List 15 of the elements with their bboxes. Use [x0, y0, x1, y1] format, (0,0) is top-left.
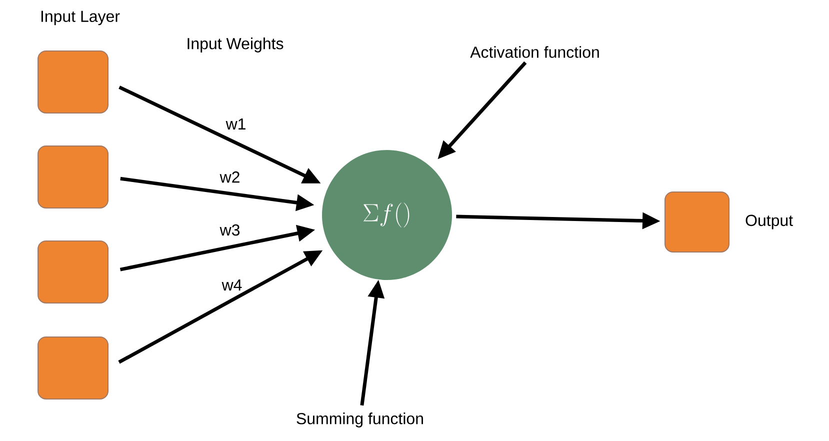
summing-node: $\Sigma f()$: [322, 150, 452, 280]
neuron-box: [664, 192, 730, 252]
edge-label: w2: [218, 170, 242, 184]
column-heading: Input Layer: [41, 10, 120, 26]
neuron-box: [38, 336, 108, 400]
edge-label: w1: [224, 117, 248, 130]
neuron-box: [38, 240, 108, 304]
column-heading: Input Weights: [188, 38, 284, 52]
neuron-box: [38, 50, 108, 114]
edge-label: w3: [218, 223, 242, 237]
annotation-text: Summing function: [296, 412, 423, 428]
edge-label: w4: [220, 278, 244, 292]
annotation-text: Activation function: [470, 46, 599, 58]
beside-text: Output: [746, 214, 793, 230]
neuron-box: [38, 146, 108, 208]
